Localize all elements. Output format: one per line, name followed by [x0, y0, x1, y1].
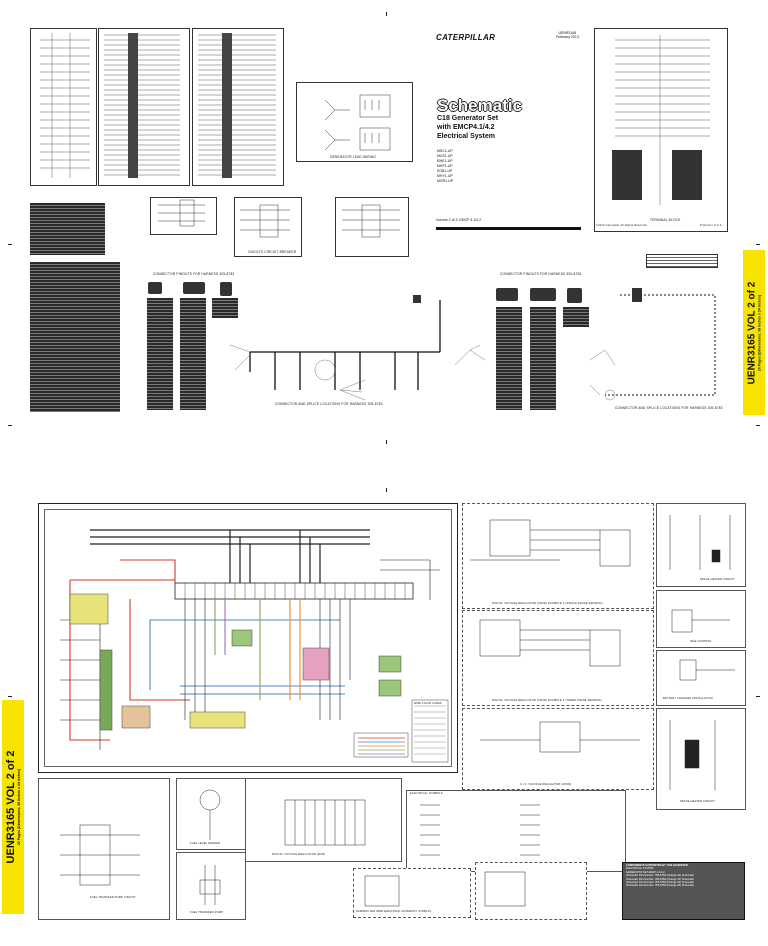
- volume-band-sub: 20 Pages (Dimensions: 39 inches x 24 inc…: [17, 768, 21, 846]
- terminal-block-caption: TERMINAL BLOCK: [650, 218, 681, 222]
- fuel-transfer-2-caption: FUEL TRANSFER PUMP: [190, 911, 223, 914]
- reg-mark: [756, 244, 760, 245]
- connector-pinouts-right-caption: CONNECTOR PINOUTS FOR HARNESS 305-8783: [500, 272, 582, 276]
- dvr-caption: DIGITAL VOLTAGE REGULATOR (DVR): [272, 853, 326, 856]
- parts-line: ELECTRICAL SYSTEM: [626, 867, 654, 871]
- circuit-breaker-caption: 24VOLTS CIRCUIT BREAKER: [248, 250, 297, 254]
- reg-mark: [756, 425, 760, 426]
- volume-band-text: UENR3165 VOL 2 of 2 20 Pages (Dimensions…: [747, 281, 762, 384]
- brand-logo: CATERPILLAR: [436, 33, 496, 42]
- subtitle: C18 Generator Set with EMCP4.1/4.2 Elect…: [437, 114, 498, 141]
- avr-3-caption: C.I.V. VOLTAGE REGULATOR (CDVR): [520, 783, 572, 786]
- harness-legend-panel-2: [475, 862, 587, 920]
- dvr-panel: [245, 778, 402, 862]
- reg-mark: [8, 244, 12, 245]
- doc-number: UENR3165: [558, 31, 577, 35]
- volume-text: Volume 2 of 2: EMCP 4.1/4.2: [436, 218, 482, 222]
- idle-control-caption: IDLE CONTROL: [690, 640, 712, 643]
- avr-panel-2: [462, 610, 654, 706]
- page-title: Schematic: [437, 96, 523, 115]
- reg-mark: [386, 12, 387, 16]
- serial-prefix: MSC1-UP: [437, 149, 453, 153]
- battery-charger-panel: [656, 650, 746, 706]
- pinout-table: [530, 307, 556, 410]
- revision-table: [646, 254, 718, 268]
- parts-line: GENERATOR SET EMCP 4.1/4.2: [626, 870, 665, 874]
- parts-line: Schematic Part Number: 305-8783 (Change …: [626, 874, 694, 878]
- generator-lead-wiring-caption: GENERATOR LEAD WIRING: [330, 155, 377, 159]
- reg-mark: [8, 696, 12, 697]
- subtitle-line: C18 Generator Set: [437, 115, 499, 122]
- wire-list-panel-1: [30, 28, 97, 186]
- fuel-transfer-2-panel: [176, 852, 246, 920]
- circuit-box: [335, 197, 409, 257]
- space-heater-caption: SPACE HEATER CIRCUIT: [700, 578, 735, 581]
- connector-table: [30, 262, 120, 412]
- fuel-level-panel: [176, 778, 246, 850]
- serial-prefix: MCE1-UP: [437, 154, 453, 158]
- connector-locations-left-caption: CONNECTOR AND SPLICE LOCATIONS FOR HARNE…: [275, 402, 383, 406]
- volume-band-left: UENR3165 VOL 2 of 2 20 Pages (Dimensions…: [2, 700, 24, 914]
- circuit-box: [150, 197, 217, 235]
- symbols-panel: [406, 790, 626, 872]
- circuit-box: [234, 197, 302, 257]
- parts-line: Schematic Part Number: 305-8783 (Change …: [626, 877, 694, 881]
- wire-legend-caption: WIRE COLOR CODES: [414, 702, 442, 705]
- symbols-caption: ELECTRICAL SYMBOLS: [410, 792, 443, 795]
- reg-mark: [8, 425, 12, 426]
- wire-list-panel-2: [98, 28, 190, 186]
- copyright: ©2013 Caterpillar All Rights Reserved: [596, 224, 647, 227]
- space-heater-panel: [656, 503, 746, 587]
- terminal-block-panel: [594, 28, 728, 232]
- fuel-transfer-caption: FUEL TRANSFER PUMP CIRCUIT: [90, 896, 136, 899]
- avr-panel-3: [462, 708, 654, 790]
- pinout-table: [563, 307, 589, 327]
- parts-block-text: COMPONENTS SUPPORTED BY THIS SCHEMATIC E…: [626, 864, 741, 888]
- volume-band-label: UENR3165 VOL 2 of 2: [746, 281, 758, 384]
- serial-prefix: MHY1-UP: [437, 174, 453, 178]
- title-rule: [436, 227, 581, 230]
- harness-legend-caption: HARNESS AND WIRE ELECTRICAL SCHEMATIC SY…: [356, 910, 432, 913]
- printed-note: Printed in U.S.A.: [700, 224, 723, 227]
- reg-mark: [386, 488, 387, 492]
- doc-date: February 2013: [556, 35, 579, 39]
- serial-prefix: EME1-UP: [437, 159, 453, 163]
- avr-1-caption: DIGITAL VOLTAGE REGULATOR (CDVR) EXAMPLE…: [492, 602, 603, 605]
- subtitle-line: with EMCP4.1/4.2: [437, 124, 495, 131]
- avr-2-caption: DIGITAL VOLTAGE REGULATOR (CDVR) EXAMPLE…: [492, 699, 602, 702]
- parts-block: [622, 862, 745, 920]
- main-schematic-inner: [44, 509, 452, 767]
- connector-locations-right-caption: CONNECTOR AND SPLICE LOCATIONS FOR HARNE…: [615, 406, 723, 410]
- volume-band-text: UENR3165 VOL 2 of 2 20 Pages (Dimensions…: [5, 751, 21, 864]
- reg-mark: [756, 696, 760, 697]
- pinout-table: [147, 298, 173, 410]
- reg-mark: [386, 440, 387, 444]
- doc-number-block: UENR3165 February 2013: [556, 31, 579, 39]
- serial-prefix: MGR1-UP: [437, 179, 454, 183]
- idle-control-panel: [656, 590, 746, 648]
- volume-line: Volume 2 of 2: EMCP 4.1/4.2: [436, 218, 581, 230]
- avr-panel-1: [462, 503, 654, 609]
- parts-line: Schematic Part Number: 305-8783 (Change …: [626, 881, 694, 885]
- subtitle-line: Electrical System: [437, 133, 495, 140]
- pinout-table: [180, 298, 206, 410]
- pinout-table: [496, 307, 522, 410]
- parts-line: Schematic Part Number: 305-8783 (Change …: [626, 884, 694, 888]
- wire-list-panel-3: [192, 28, 284, 186]
- parts-heading: COMPONENTS SUPPORTED BY THIS SCHEMATIC: [626, 864, 689, 867]
- serial-list: MSC1-UP MCE1-UP EME1-UP MHP1-UP SGB1-UP …: [437, 149, 453, 184]
- serial-prefix: MHP1-UP: [437, 164, 453, 168]
- volume-band-label: UENR3165 VOL 2 of 2: [5, 750, 17, 864]
- space-heater-2-panel: [656, 708, 746, 810]
- fuel-level-caption: FUEL LEVEL SENDER: [190, 842, 221, 845]
- pinout-table: [212, 298, 238, 318]
- battery-charger-caption: BATTERY CHARGER INSTALLATION: [663, 697, 713, 700]
- connector-pinouts-left-caption: CONNECTOR PINOUTS FOR HARNESS 305-8783: [153, 272, 235, 276]
- generator-lead-wiring-panel: [296, 82, 413, 162]
- serial-prefix: SGB1-UP: [437, 169, 453, 173]
- space-heater-2-caption: SPACE HEATER CIRCUIT: [680, 800, 715, 803]
- connector-table: [30, 203, 105, 255]
- volume-band-sub: 20 Pages (Dimensions: 39 inches x 24 inc…: [757, 294, 762, 371]
- volume-band-right: UENR3165 VOL 2 of 2 20 Pages (Dimensions…: [743, 250, 765, 415]
